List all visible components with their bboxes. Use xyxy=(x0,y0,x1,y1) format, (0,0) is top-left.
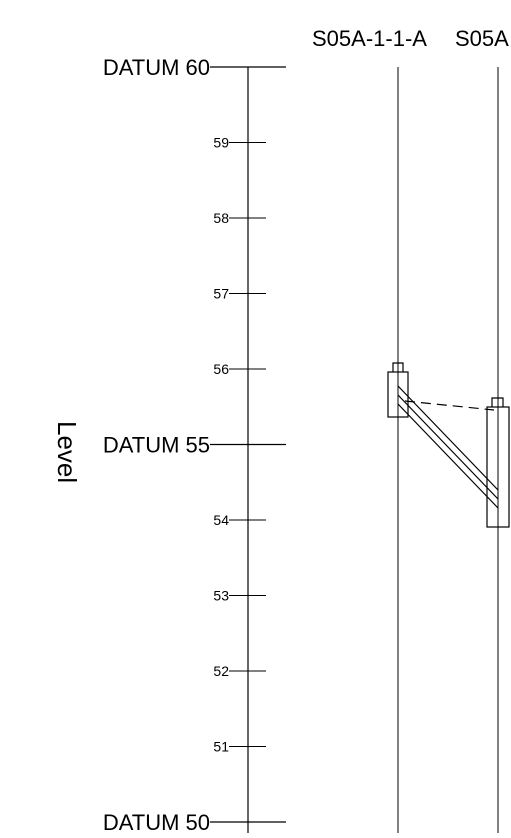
member-box-1 xyxy=(387,362,409,418)
tick-label-52: 52 xyxy=(213,663,229,679)
datum-label-50: DATUM 50 xyxy=(103,810,210,833)
datum-label-60: DATUM 60 xyxy=(103,55,210,80)
member-box-2-cap xyxy=(491,397,504,407)
tick-label-54: 54 xyxy=(213,512,229,528)
member-box-2 xyxy=(486,397,510,528)
member-box-1-cap xyxy=(392,362,404,372)
column-header-2: S05A xyxy=(455,26,509,51)
column-header-1: S05A-1-1-A xyxy=(312,26,427,51)
brace-line-3 xyxy=(397,403,499,509)
diagonal-brace xyxy=(397,385,499,509)
tick-label-58: 58 xyxy=(213,210,229,226)
level-ticks: 59 58 57 56 54 53 52 51 xyxy=(213,135,266,755)
member-box-2-body xyxy=(486,406,510,528)
tick-label-57: 57 xyxy=(213,286,229,302)
datum-lines: DATUM 60 DATUM 55 DATUM 50 xyxy=(103,55,286,835)
tick-label-56: 56 xyxy=(213,361,229,377)
member-box-1-body xyxy=(387,371,409,418)
tick-label-59: 59 xyxy=(213,135,229,151)
axis-title: Level xyxy=(52,421,82,483)
datum-label-55: DATUM 55 xyxy=(103,433,210,458)
dashed-connection xyxy=(404,400,495,411)
tick-label-51: 51 xyxy=(213,739,229,755)
brace-line-1 xyxy=(397,385,499,491)
tick-label-53: 53 xyxy=(213,588,229,604)
brace-line-2 xyxy=(397,394,499,500)
